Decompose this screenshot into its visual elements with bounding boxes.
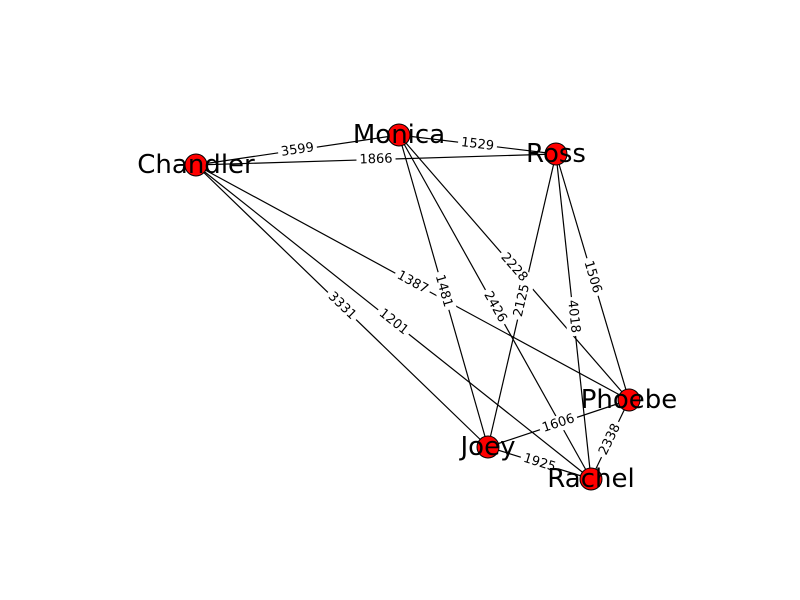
node-label-ross: Ross — [526, 139, 586, 169]
edge-weight-ross-joey: 2125 — [509, 279, 535, 322]
node-label-monica: Monica — [353, 120, 445, 150]
edge-weight-phoebe-rachel: 2338 — [594, 418, 626, 461]
node-label-rachel: Rachel — [547, 464, 634, 494]
node-label-joey: Joey — [459, 432, 516, 462]
edge-weight-label: 2125 — [511, 283, 533, 319]
node-monica — [387, 123, 411, 147]
edge-weight-monica-joey: 1481 — [430, 270, 457, 312]
edge-weight-background — [509, 279, 535, 322]
edge-weight-label: 2338 — [596, 421, 624, 457]
edge-weight-background — [563, 296, 584, 337]
edge-weight-label: 1606 — [540, 411, 576, 436]
edge-weight-background — [594, 418, 626, 461]
edge-weight-label: 1866 — [359, 151, 393, 167]
edge-weight-label: 1387 — [394, 268, 430, 297]
edge-weight-ross-phoebe: 1506 — [579, 255, 606, 299]
edge-weight-monica-ross: 1529 — [457, 134, 498, 155]
edge-weight-background — [478, 286, 512, 328]
edge-weight-chandler-phoebe: 1387 — [391, 266, 434, 299]
edge-weight-label: 3599 — [280, 140, 315, 160]
edge-weight-background — [579, 255, 606, 299]
edge-weight-background — [457, 134, 498, 155]
edge-weight-chandler-monica: 3599 — [276, 139, 319, 161]
node-chandler — [184, 153, 208, 177]
edge-weight-background — [518, 449, 561, 477]
edge-weight-ross-rachel: 4018 — [563, 296, 584, 337]
edge-weight-background — [495, 247, 533, 288]
node-rachel — [579, 467, 603, 491]
edge-weight-chandler-rachel: 1201 — [373, 303, 414, 341]
nodes-layer — [184, 123, 641, 491]
node-ross — [544, 142, 568, 166]
node-label-chandler: Chandler — [137, 150, 255, 180]
node-joey — [476, 435, 500, 459]
edge-weight-background — [391, 266, 434, 299]
edge-weight-label: 4018 — [564, 299, 582, 334]
edge-weight-background — [537, 409, 580, 438]
node-phoebe — [617, 388, 641, 412]
edge-weight-background — [276, 139, 319, 161]
edge-weight-joey-phoebe: 1606 — [537, 409, 580, 438]
edge-weight-background — [373, 303, 414, 341]
edge-weight-background — [356, 150, 396, 169]
edge-weight-label: 2426 — [480, 289, 509, 325]
edge-weight-background — [430, 270, 457, 312]
edge-weight-background — [322, 286, 362, 326]
edge-weight-chandler-ross: 1866 — [356, 150, 396, 169]
edge-weight-monica-phoebe: 2228 — [495, 247, 533, 288]
node-label-phoebe: Phoebe — [581, 385, 678, 415]
edge-weight-label: 1529 — [460, 135, 495, 154]
